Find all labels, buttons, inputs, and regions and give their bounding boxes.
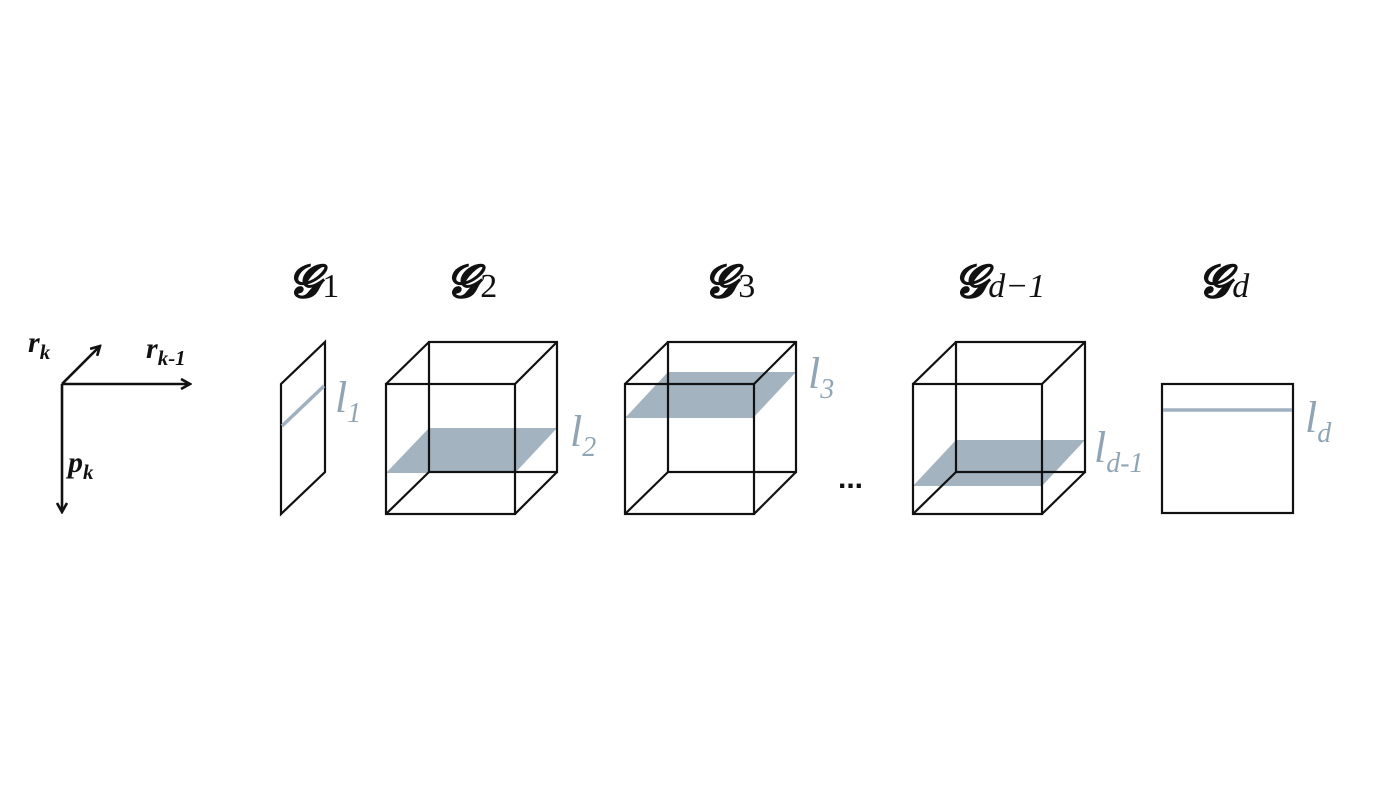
core-d-slice-label: ld (1305, 393, 1332, 449)
core-1-title: 𝓖1 (288, 254, 339, 308)
core-d-minus-1-shape (911, 340, 1087, 516)
core-2-slice-label: l2 (570, 407, 596, 463)
core-3-shape (623, 340, 798, 516)
p-k-label: pk (65, 446, 94, 484)
core-3-title: 𝓖3 (704, 254, 755, 308)
core-d-title: 𝓖d (1198, 254, 1250, 308)
r-k-minus-1-label: rk-1 (146, 332, 186, 370)
core-3-slice (625, 372, 796, 418)
core-2-slice (386, 428, 557, 473)
r-k-arrow (61, 346, 100, 385)
core-2-shape (384, 340, 559, 516)
core-3-slice-label: l3 (808, 349, 834, 405)
axes-legend: rk rk-1 pk (28, 326, 190, 512)
r-k-label: rk (28, 326, 51, 364)
core-d-minus-1-slice (913, 440, 1085, 486)
core-1-slice-line (280, 384, 326, 428)
core-d-minus-1-title: 𝓖d−1 (954, 254, 1045, 308)
core-d-minus-1-slice-label: ld-1 (1094, 423, 1144, 479)
core-d-shape (1160, 382, 1295, 515)
core-2-title: 𝓖2 (446, 254, 497, 308)
ellipsis: ... (838, 462, 863, 495)
core-1-shape (279, 339, 327, 517)
core-1-slice-label: l1 (335, 373, 361, 429)
